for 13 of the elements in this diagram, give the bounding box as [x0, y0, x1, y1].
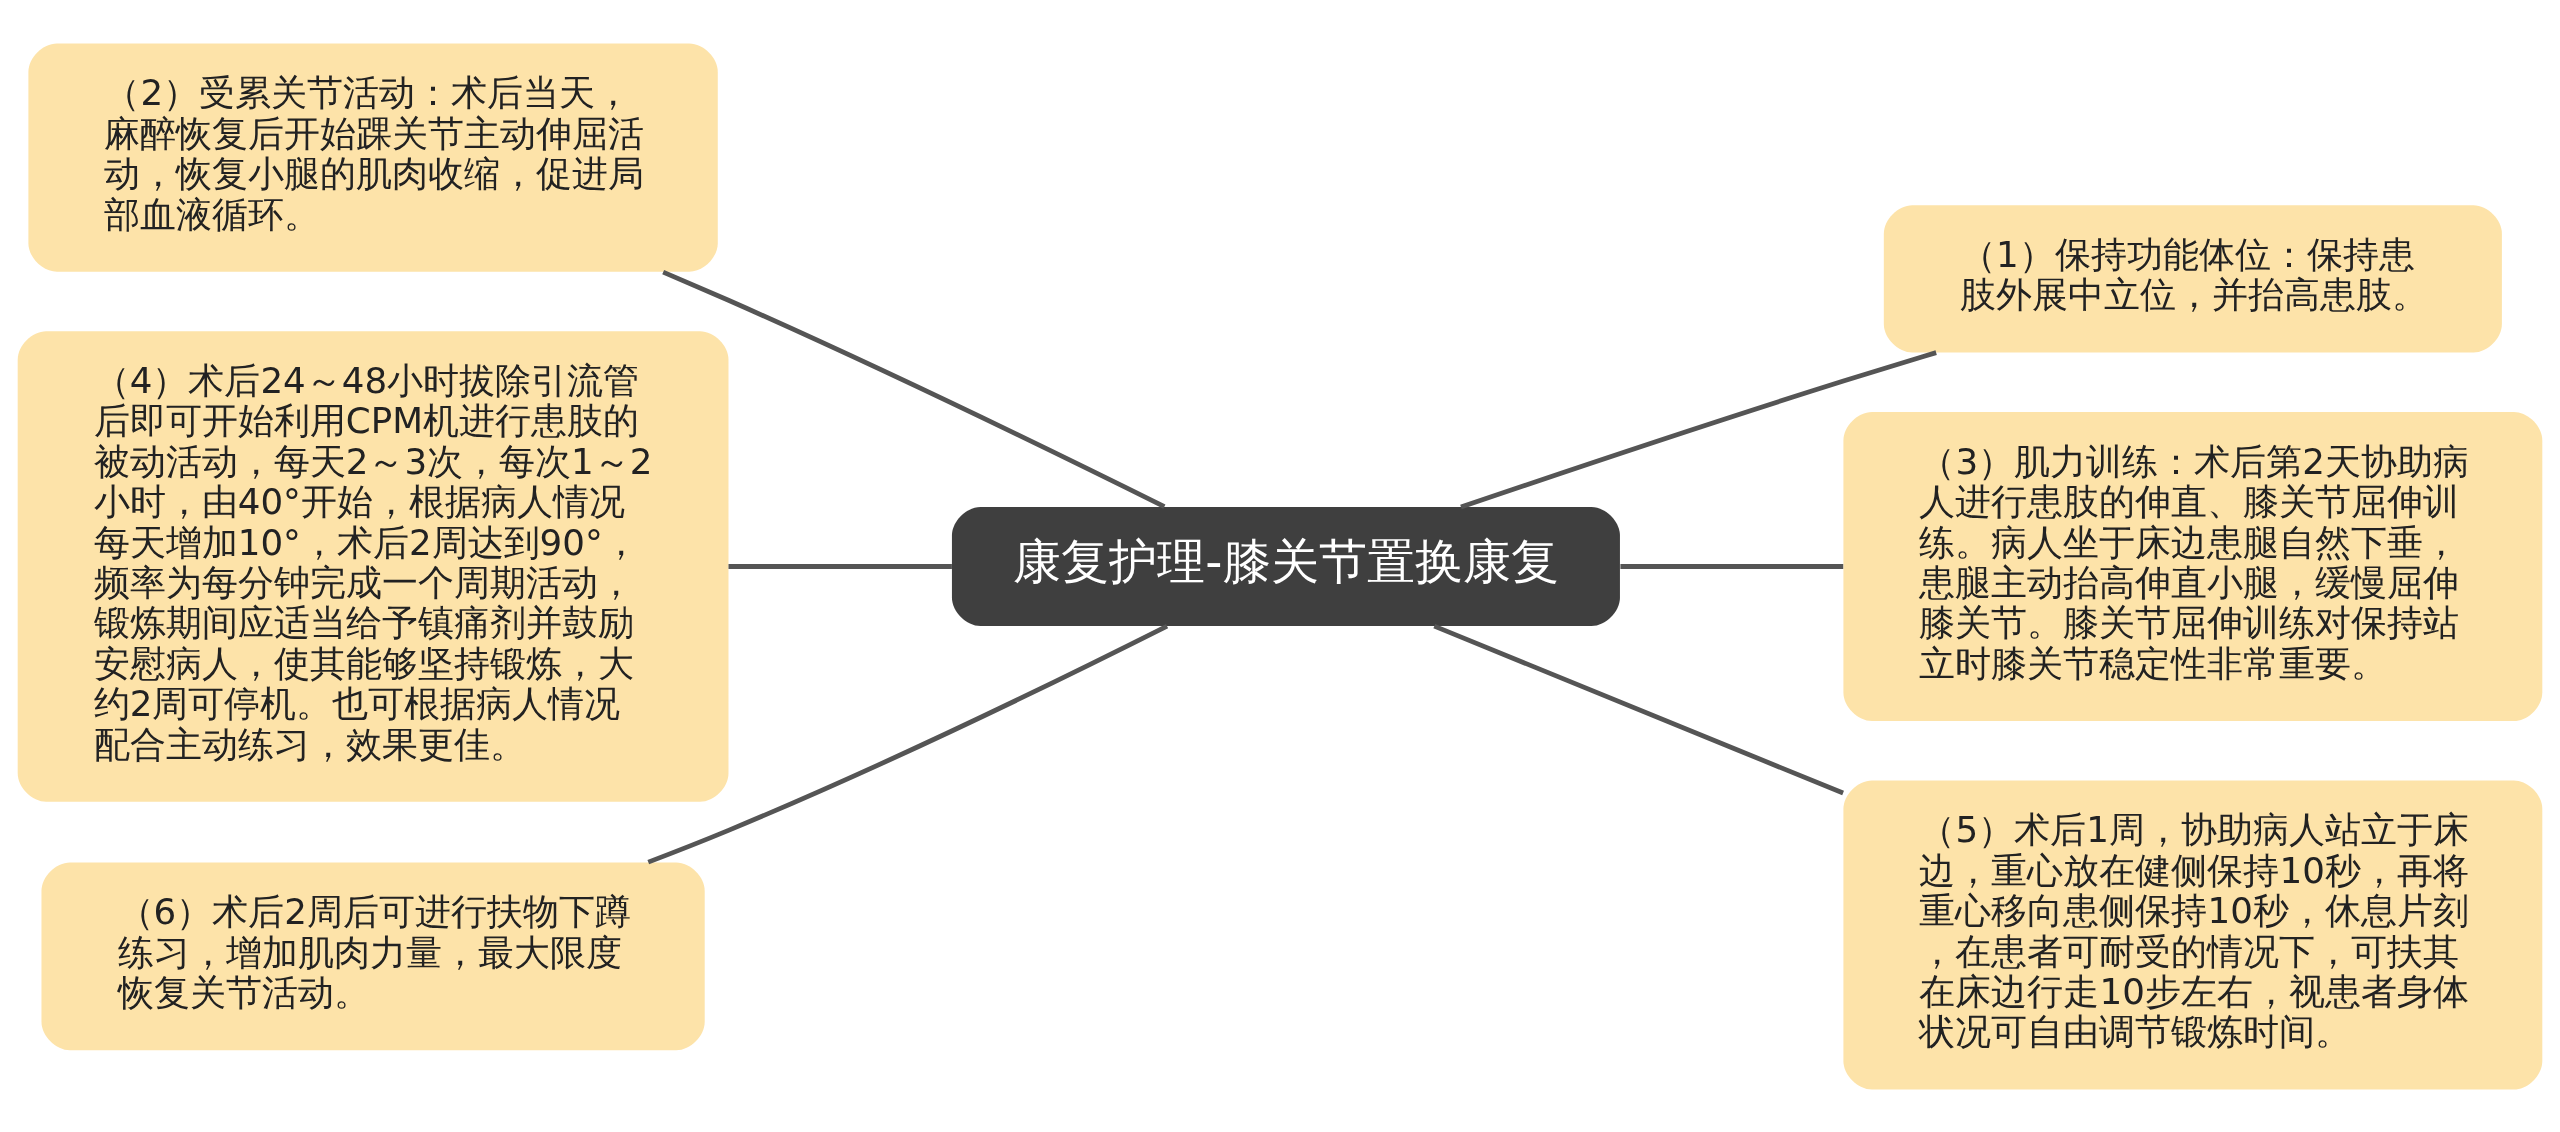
node-box: （4）术后24～48小时拔除引流管后即可开始利用CPM机进行患肢的被动活动，每天2～3次，每次1～2小时，由40°开始，根据病人情况每天增加10°，术后2周达到90°，频率为每分钟完成一个周期活动，锻炼期间应适当给予镇痛剂并鼓励安慰病人，使其能够坚持锻炼，大约2周可停机。也可根据病人情况配合主动练习，效果更佳。 [17, 330, 729, 802]
node-box: （6）术后2周后可进行扶物下蹲练习，增加肌肉力量，最大限度恢复关节活动。 [41, 861, 705, 1050]
connector [1460, 349, 1937, 509]
connector [728, 563, 952, 569]
connector [647, 623, 1169, 864]
node-box: （3）肌力训练：术后第2天协助病人进行患肢的伸直、膝关节屈伸训练。病人坐于床边患腿自然下垂，患腿主动抬高伸直小腿，缓慢屈伸膝关节。膝关节屈伸训练对保持站立时膝关节稳定性非常重要。 [1843, 411, 2543, 721]
node-box: （2）受累关节活动：术后当天，麻醉恢复后开始踝关节主动伸屈活动，恢复小腿的肌肉收缩，促进局部血液循环。 [28, 43, 718, 272]
connector [1620, 563, 1844, 569]
node-box: 康复护理-膝关节置换康复 [951, 506, 1620, 626]
node-box: （1）保持功能体位：保持患肢外展中立位，并抬高患肢。 [1883, 204, 2502, 353]
connector [1433, 623, 1844, 795]
node-box: （5）术后1周，协助病人站立于床边，重心放在健侧保持10秒，再将重心移向患侧保持10秒，休息片刻，在患者可耐受的情况下，可扶其在床边行走10步左右，视患者身体状况可自由调节锻炼时间。 [1843, 779, 2543, 1089]
connector [662, 269, 1166, 509]
